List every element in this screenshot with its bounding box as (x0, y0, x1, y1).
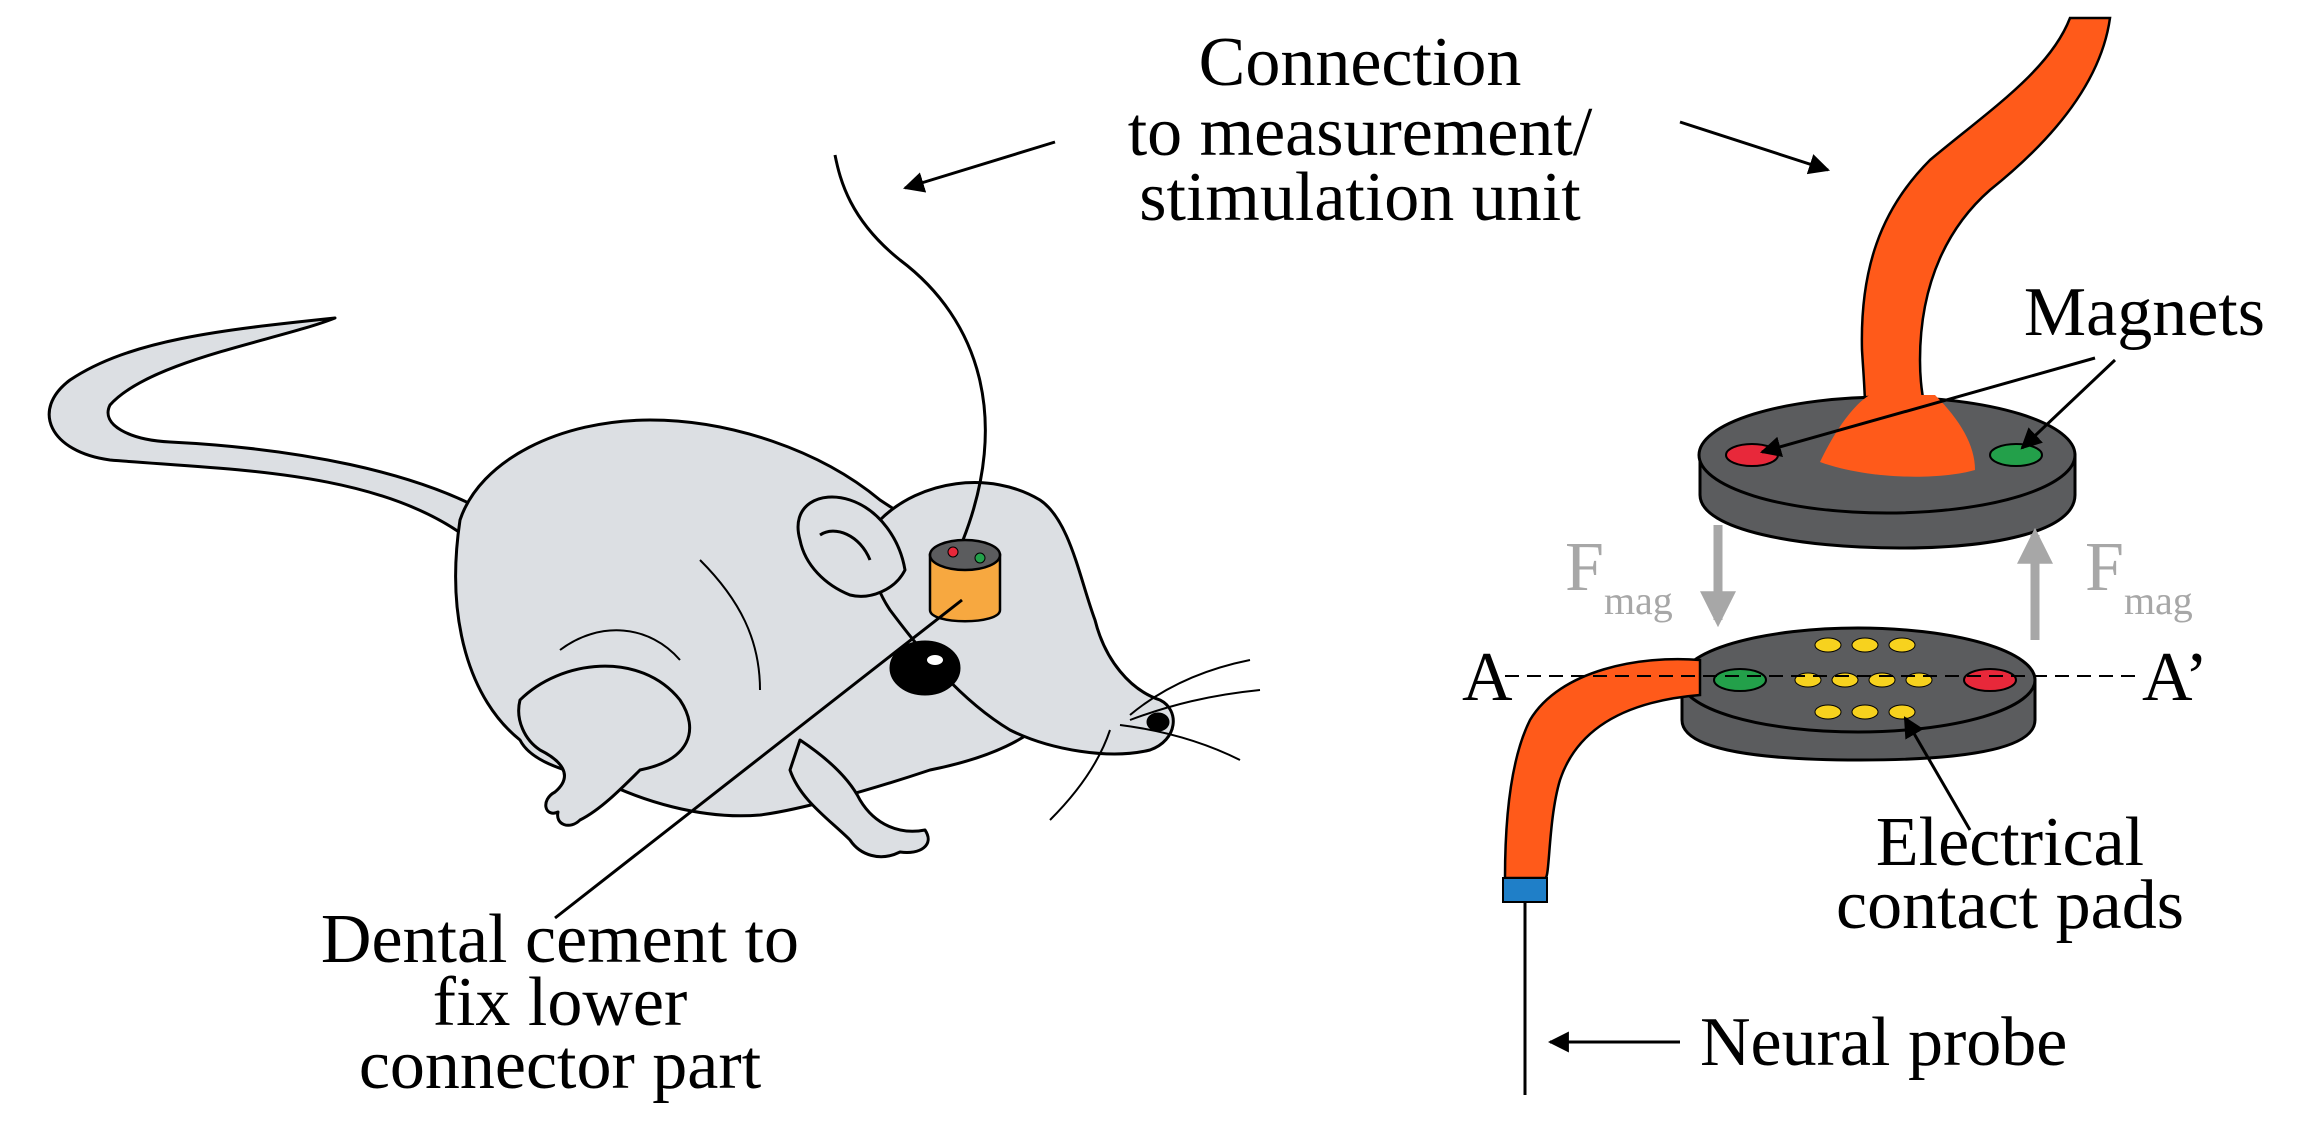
dental-cement-cylinder (928, 553, 1002, 623)
force-right-symbol: F (2085, 529, 2124, 606)
upper-connector-puck (1697, 395, 2077, 550)
label-magnets: Magnets (2024, 274, 2265, 351)
label-connection-line-1: Connection (1199, 24, 1522, 101)
rat-hind-leg (517, 664, 691, 827)
lower-cable (1503, 657, 1702, 880)
force-right-subscript: mag (2124, 578, 2193, 623)
rat-whiskers (1049, 659, 1261, 821)
pointer-magnet-red (1759, 356, 2096, 457)
upper-magnet-green (1989, 443, 2043, 467)
label-cement-line-2: fix lower (433, 964, 688, 1041)
pointer-contact-pads (1903, 716, 1972, 831)
label-contacts-line-2: contact pads (1836, 867, 2184, 944)
pointer-connection-right (1679, 120, 1830, 175)
label-cement-line-1: Dental cement to (321, 901, 799, 978)
label-force-left: Fmag (1565, 529, 1673, 623)
connector-magnet-green (974, 552, 986, 564)
rat-illustration (47, 316, 1261, 859)
lower-magnet-red (1963, 668, 2017, 692)
label-cement-line-3: connector part (359, 1027, 762, 1104)
rat-tail (47, 316, 502, 542)
label-section-a-prime: A’ (2142, 639, 2208, 716)
label-connection-line-2: to measurement/ (1128, 94, 1593, 171)
force-left-symbol: F (1565, 529, 1604, 606)
force-left-subscript: mag (1604, 578, 1673, 623)
rat-ear (796, 495, 907, 598)
pointer-lines (554, 120, 2117, 1053)
label-contacts-line-1: Electrical (1876, 804, 2144, 881)
pointer-dental-cement (554, 598, 963, 920)
rat-front-leg (788, 738, 930, 859)
pointer-connection-left (902, 140, 1056, 193)
pointer-magnet-green (2020, 358, 2117, 450)
rat-nose (1146, 712, 1170, 732)
label-section-a: A (1462, 639, 1513, 716)
upper-cable (1852, 16, 2112, 462)
probe-tip-block (1502, 877, 1548, 903)
label-connection-line-3: stimulation unit (1139, 159, 1581, 236)
head-connector (928, 538, 1002, 623)
lower-magnet-green (1713, 668, 1767, 692)
upper-magnet-red (1725, 443, 1779, 467)
label-neural-probe: Neural probe (1700, 1004, 2067, 1081)
head-cable (833, 154, 987, 541)
connector-magnet-red (947, 546, 959, 558)
rat-eye (889, 640, 961, 696)
connector-top (928, 538, 1002, 572)
label-force-right: Fmag (2085, 529, 2193, 623)
lower-connector-puck (1679, 626, 2037, 762)
